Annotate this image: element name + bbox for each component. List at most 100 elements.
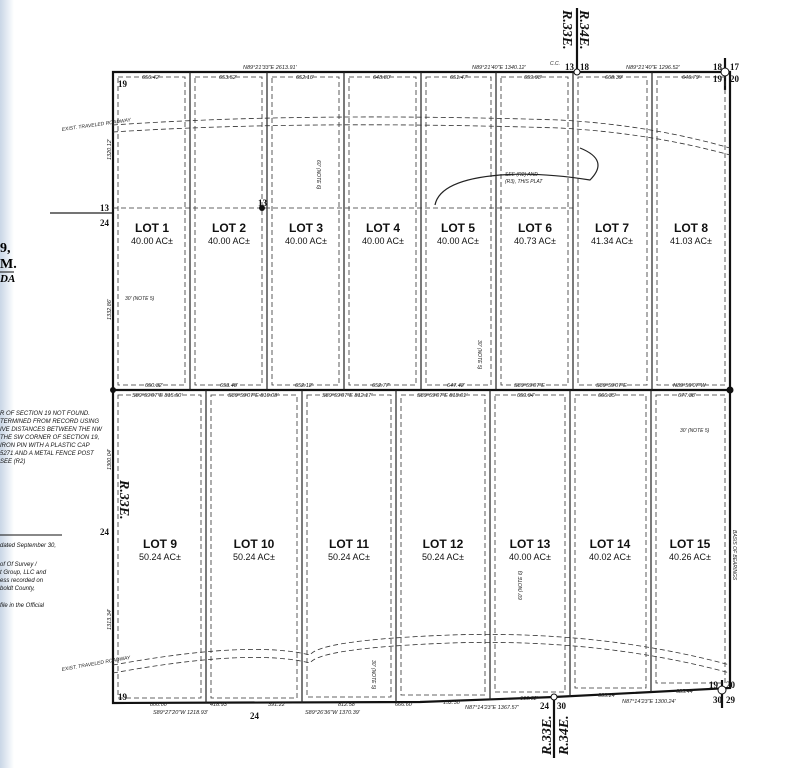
svg-text:30: 30	[713, 695, 723, 705]
svg-text:1332.86': 1332.86'	[107, 298, 113, 320]
lot-6-area: 40.73 AC±	[514, 236, 556, 246]
svg-text:1313.34': 1313.34'	[107, 608, 113, 630]
svg-text:dated September 30,: dated September 30,	[0, 543, 56, 549]
svg-text:THE SW CORNER OF SECTION 19,: THE SW CORNER OF SECTION 19,	[0, 435, 99, 441]
svg-text:19: 19	[118, 692, 128, 702]
lot-8-label: LOT 8	[674, 221, 708, 235]
svg-text:N89°21'40"E 1340.12': N89°21'40"E 1340.12'	[472, 65, 527, 71]
bottom-row-lot-lines	[205, 390, 652, 703]
note5-left: 30' (NOTE 5)	[125, 296, 155, 302]
bottom-dimensions: 800.00' 418.93' 391.22' 812.58' 666.60' …	[150, 689, 695, 716]
svg-text:668.39': 668.39'	[605, 75, 624, 81]
svg-text:29: 29	[726, 695, 736, 705]
middle-dimensions: 650.32' 653.48' 652.12' 652.77' 647.42' …	[132, 383, 707, 399]
svg-text:652.16': 652.16'	[296, 75, 315, 81]
lot-14-area: 40.02 AC±	[589, 552, 631, 562]
roadway-note-top: EXIST. TRAVELED ROADWAY	[61, 117, 131, 133]
svg-text:S89°59'07"E 818.01': S89°59'07"E 818.01'	[417, 393, 468, 399]
svg-text:S89°59'07"E 815.50': S89°59'07"E 815.50'	[132, 393, 183, 399]
svg-text:646.79': 646.79'	[682, 75, 701, 81]
svg-text:652.12': 652.12'	[295, 383, 314, 389]
lot-10-area: 50.24 AC±	[233, 552, 275, 562]
lot-1-label: LOT 1	[135, 221, 169, 235]
roadway-note-bottom: EXIST. TRAVELED ROADWAY	[61, 655, 131, 673]
lot-10-label: LOT 10	[234, 537, 275, 551]
svg-text:653.52': 653.52'	[219, 75, 238, 81]
range-label-r34e-top: R.34E.	[576, 9, 591, 50]
svg-text:1300.04': 1300.04'	[107, 448, 113, 470]
lot-11-label: LOT 11	[329, 537, 369, 551]
svg-text:24: 24	[100, 527, 110, 537]
range-label-r34e-bottom: R.34E.	[557, 715, 572, 756]
svg-text:24: 24	[100, 218, 110, 228]
svg-text:19: 19	[709, 680, 719, 690]
range-label-r33e-top: R.33E.	[559, 9, 574, 50]
lot-14-label: LOT 14	[590, 537, 631, 551]
lot-15-area: 40.26 AC±	[669, 552, 711, 562]
svg-text:S89°59'07"E: S89°59'07"E	[514, 383, 545, 389]
svg-text:N87°14'23"E 1367.57': N87°14'23"E 1367.57'	[465, 705, 520, 711]
lot-15-label: LOT 15	[670, 537, 711, 551]
svg-text:648.80': 648.80'	[373, 75, 392, 81]
lot-11-area: 50.24 AC±	[328, 552, 370, 562]
scan-edge	[0, 0, 14, 768]
range-label-r33e-left: R.33E.	[116, 479, 131, 520]
svg-text:S89°27'20"W 1218.93': S89°27'20"W 1218.93'	[153, 710, 209, 716]
svg-text:418.93': 418.93'	[210, 702, 229, 708]
lot-8-area: 41.03 AC±	[670, 236, 712, 246]
section-corner-labels: 19 13 24 13 13 18 18 17 19 20 24 19 24 2…	[100, 61, 740, 721]
svg-text:391.22': 391.22'	[268, 702, 287, 708]
note5-mid: 30' (NOTE 5)	[476, 340, 482, 370]
svg-text:650.32': 650.32'	[145, 383, 164, 389]
svg-text:IVE DISTANCES BETWEEN THE NW: IVE DISTANCES BETWEEN THE NW	[0, 427, 103, 433]
svg-text:18: 18	[580, 62, 590, 72]
svg-text:S89°59'07"E 810.08': S89°59'07"E 810.08'	[228, 393, 279, 399]
svg-text:24: 24	[540, 701, 550, 711]
svg-text:660.82': 660.82'	[520, 696, 539, 702]
svg-text:669.24': 669.24'	[598, 693, 617, 699]
svg-text:13: 13	[100, 203, 110, 213]
note5-bottom: 30' (NOTE 5)	[370, 660, 376, 690]
svg-text:N87°14'23"E 1300.24': N87°14'23"E 1300.24'	[622, 699, 677, 705]
svg-text:685.44': 685.44'	[676, 689, 695, 695]
lot-13-area: 40.00 AC±	[509, 552, 551, 562]
lot-6-label: LOT 6	[518, 221, 552, 235]
monuments	[110, 67, 734, 701]
lot-2-area: 40.00 AC±	[208, 236, 250, 246]
lot-5-label: LOT 5	[441, 221, 475, 235]
svg-text:17: 17	[730, 62, 740, 72]
left-dimensions: 1320.12' 1332.86' 1300.04' 1313.34'	[107, 138, 113, 630]
svg-text:ess recorded on: ess recorded on	[0, 578, 44, 584]
svg-text:647.42': 647.42'	[447, 383, 466, 389]
svg-text:653.48': 653.48'	[220, 383, 239, 389]
lot-9-label: LOT 9	[143, 537, 177, 551]
margin-notes: 9, M. DA R OF SECTION 19 NOT FOUND. TERM…	[0, 241, 103, 609]
svg-text:IRON PIN WITH A PLASTIC CAP: IRON PIN WITH A PLASTIC CAP	[0, 443, 90, 449]
svg-text:656.42': 656.42'	[142, 75, 161, 81]
svg-text:SEE (R2): SEE (R2)	[0, 459, 25, 465]
svg-text:666.35': 666.35'	[598, 393, 617, 399]
svg-text:24: 24	[250, 711, 260, 721]
svg-text:9,: 9,	[0, 241, 11, 256]
svg-text:of Of Survey /: of Of Survey /	[0, 562, 38, 568]
top-row-lot-lines	[189, 72, 653, 390]
lot-4-label: LOT 4	[366, 221, 400, 235]
svg-text:666.60': 666.60'	[395, 702, 414, 708]
lot-7-label: LOT 7	[595, 221, 629, 235]
lot-9-area: 50.24 AC±	[139, 552, 181, 562]
svg-text:M.: M.	[0, 257, 17, 272]
note5-right: 30' (NOTE 5)	[680, 428, 710, 434]
lot-5-area: 40.00 AC±	[437, 236, 479, 246]
lot-1-area: 40.00 AC±	[131, 236, 173, 246]
svg-text:659.94': 659.94'	[517, 393, 536, 399]
see-r2-note: SEE (R2) AND	[505, 172, 538, 178]
basis-of-bearings: BASIS OF BEARINGS	[731, 530, 737, 581]
svg-text:13: 13	[258, 198, 268, 208]
lot-12-label: LOT 12	[423, 537, 464, 551]
svg-text:19: 19	[118, 79, 128, 89]
svg-text:S89°59'07"E 812.17': S89°59'07"E 812.17'	[322, 393, 373, 399]
svg-text:651.47': 651.47'	[450, 75, 469, 81]
svg-text:S89°59'07"E: S89°59'07"E	[596, 383, 627, 389]
range-label-r33e-bottom: R.33E.	[540, 715, 555, 756]
